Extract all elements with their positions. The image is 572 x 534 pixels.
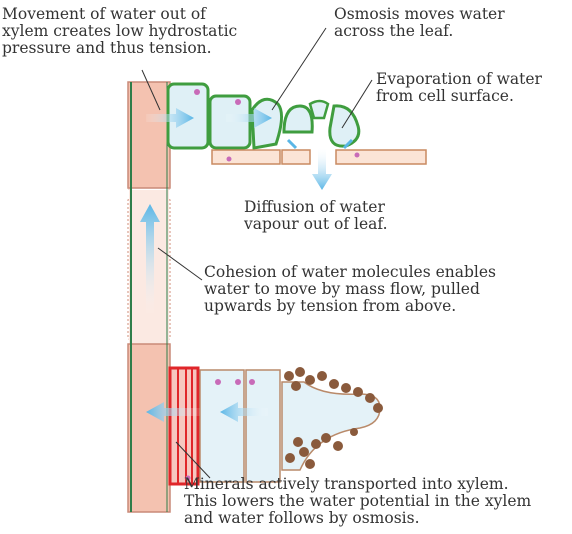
xylem-lower	[127, 343, 171, 513]
arrow-root-hair-in	[220, 402, 268, 422]
epidermis-cell	[281, 149, 311, 165]
epidermis-cell	[211, 149, 281, 165]
leader-lines	[141, 27, 373, 479]
root-cortex-cell	[199, 369, 245, 483]
label-evaporation: Evaporation of water from cell surface.	[376, 70, 542, 105]
label-diffusion: Diffusion of water vapour out of leaf.	[244, 198, 388, 233]
leaf-cell	[282, 104, 314, 134]
arrow-osmosis-leaf	[226, 108, 272, 128]
label-cohesion: Cohesion of water molecules enables wate…	[204, 263, 496, 315]
label-xylem-tension: Movement of water out of xylem creates l…	[2, 5, 238, 57]
arrow-diffusion-out	[312, 148, 332, 190]
epidermis-cell	[335, 149, 427, 165]
xylem-upper	[127, 81, 171, 189]
leaf-cell	[308, 99, 330, 120]
water-flow-arrows	[140, 108, 354, 422]
label-osmosis-leaf: Osmosis moves water across the leaf.	[334, 5, 505, 40]
soil-particles	[284, 367, 383, 469]
xylem-vessel	[127, 81, 171, 513]
root-cortex-cell	[245, 369, 281, 483]
leaf-cell	[328, 104, 361, 148]
arrow-up-xylem	[140, 204, 160, 316]
label-minerals: Minerals actively transported into xylem…	[184, 475, 532, 527]
arrow-root-to-xylem	[146, 402, 200, 422]
arrow-xylem-to-leaf	[146, 108, 194, 128]
casparian-strip	[168, 366, 200, 486]
root-hair-cell	[281, 381, 381, 471]
